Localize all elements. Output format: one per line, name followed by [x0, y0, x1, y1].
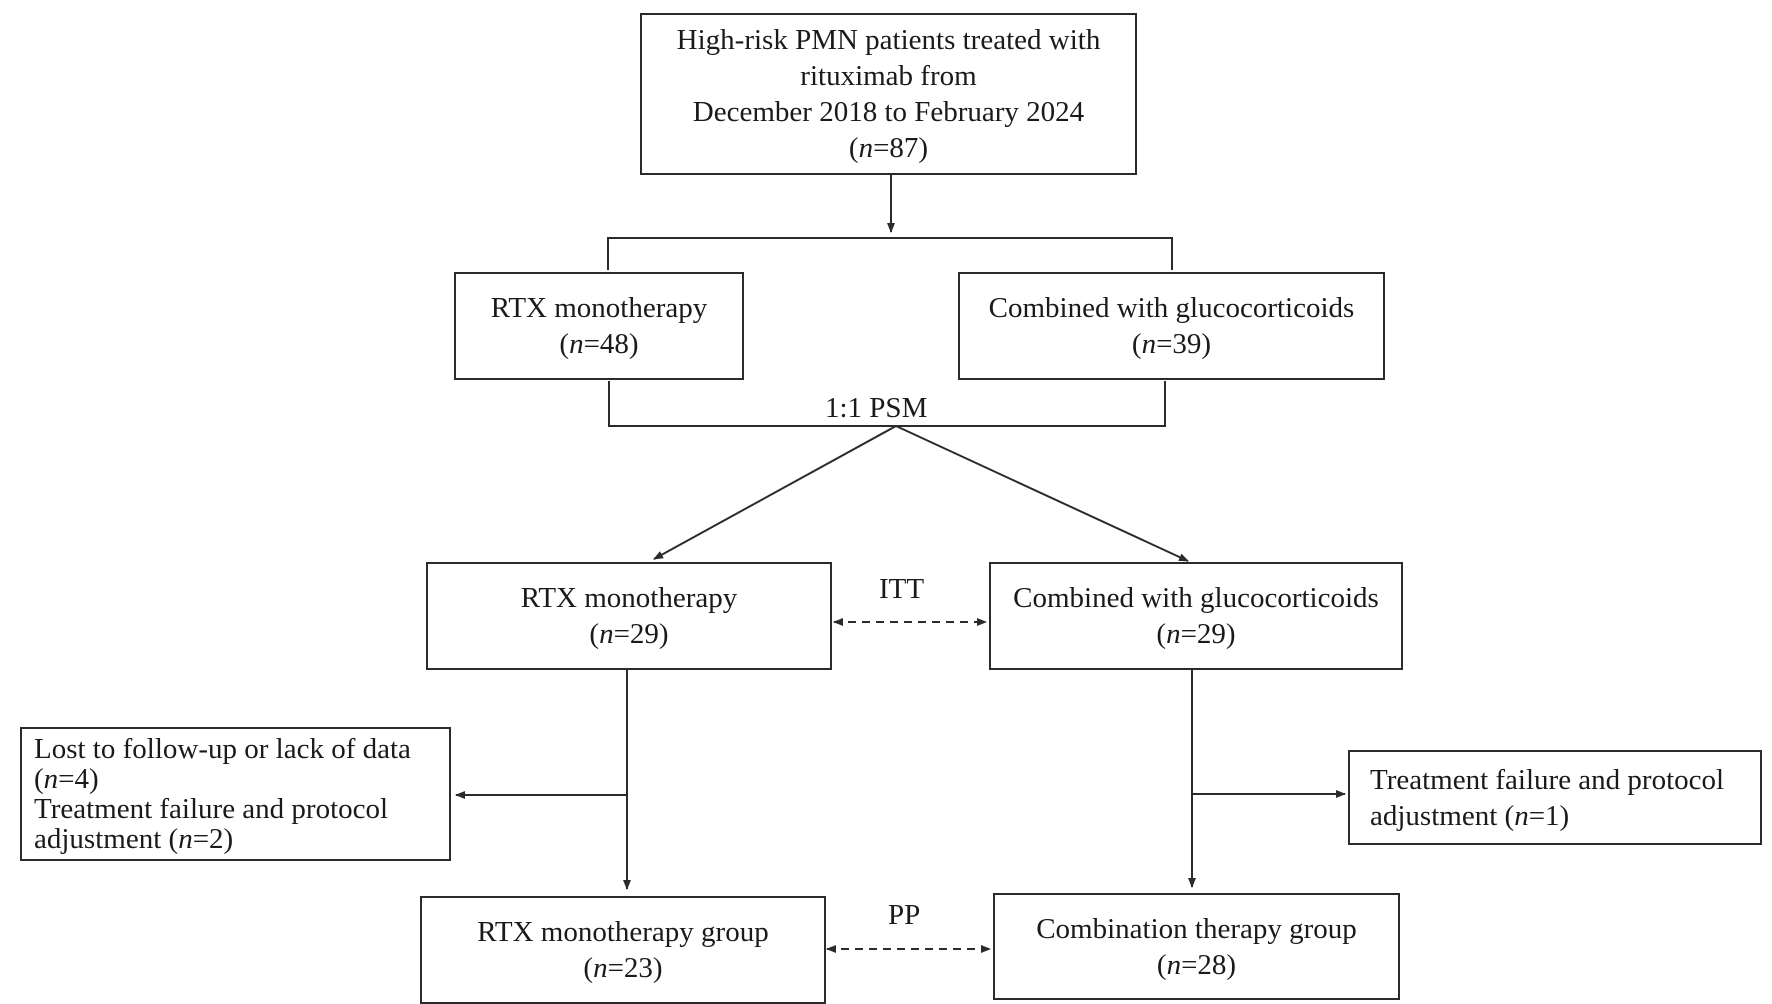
psm-label: 1:1 PSM — [825, 392, 928, 424]
combined-itt-label: Combined with glucocorticoids — [1013, 582, 1379, 614]
source-count: (n=87) — [848, 132, 929, 164]
source-line-2: rituximab from — [800, 60, 977, 92]
arrow-psm-to-combined-itt — [895, 425, 1189, 562]
rtx-initial-box: RTX monotherapy (n=48) — [454, 272, 744, 380]
rtx-initial-count: (n=48) — [559, 328, 639, 360]
combined-initial-box: Combined with glucocorticoids (n=39) — [958, 272, 1385, 380]
pp-label: PP — [888, 899, 921, 931]
rtx-exclusion-box: Lost to follow-up or lack of data (n=4) … — [20, 727, 451, 861]
combined-itt-count: (n=29) — [1156, 618, 1236, 650]
rtx-pp-label: RTX monotherapy group — [477, 916, 769, 948]
rtx-pp-count: (n=23) — [583, 952, 663, 984]
rtx-exclusion-line-3: adjustment (n=2) — [34, 823, 234, 855]
combined-pp-label: Combination therapy group — [1036, 912, 1357, 945]
combined-itt-box: Combined with glucocorticoids (n=29) — [989, 562, 1403, 670]
rtx-initial-label: RTX monotherapy — [490, 292, 708, 324]
rtx-exclusion-line-1: Lost to follow-up or lack of data — [34, 733, 411, 765]
combined-exclusion-box: Treatment failure and protocol adjustmen… — [1348, 750, 1762, 845]
rtx-exclusion-count-1: (n=4) — [34, 763, 99, 795]
psm-bracket — [608, 381, 1166, 427]
split-bracket — [607, 237, 1173, 270]
rtx-pp-box: RTX monotherapy group (n=23) — [420, 896, 826, 1004]
arrow-psm-to-rtx-itt — [653, 425, 897, 560]
rtx-itt-label: RTX monotherapy — [520, 582, 738, 614]
combined-exclusion-line-2: adjustment (n=1) — [1370, 799, 1570, 832]
source-line-1: High-risk PMN patients treated with — [676, 24, 1101, 56]
combined-pp-box: Combination therapy group (n=28) — [993, 893, 1400, 1000]
rtx-itt-count: (n=29) — [589, 618, 669, 650]
combined-pp-count: (n=28) — [1156, 948, 1237, 981]
source-population-box: High-risk PMN patients treated with ritu… — [640, 13, 1137, 175]
combined-initial-count: (n=39) — [1131, 328, 1212, 360]
combined-initial-label: Combined with glucocorticoids — [988, 292, 1355, 324]
rtx-itt-box: RTX monotherapy (n=29) — [426, 562, 832, 670]
itt-label: ITT — [879, 573, 925, 605]
rtx-exclusion-line-2: Treatment failure and protocol — [34, 793, 389, 825]
combined-exclusion-line-1: Treatment failure and protocol — [1370, 763, 1725, 796]
source-line-3: December 2018 to February 2024 — [692, 96, 1085, 128]
